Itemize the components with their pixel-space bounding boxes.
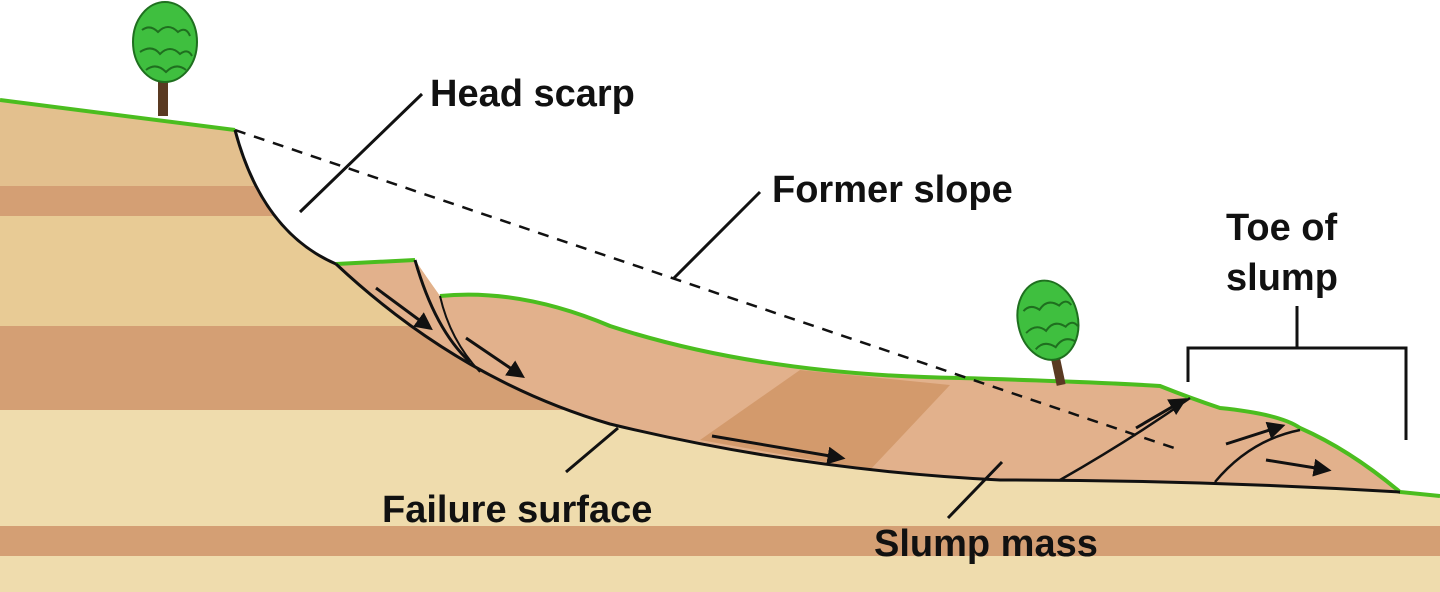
slump-mass-leader xyxy=(946,460,1004,520)
slump-mass-label: Slump mass xyxy=(874,523,1098,565)
failure-surface-leader xyxy=(565,426,619,474)
lower-clay-band xyxy=(0,526,1440,556)
head-scarp-leader xyxy=(298,92,424,214)
ground-surface xyxy=(0,98,236,132)
slip-surface-4 xyxy=(1214,428,1301,483)
upper-clay-band xyxy=(0,186,1440,216)
failure-surface-line xyxy=(334,262,1401,494)
tilted-tree-icon xyxy=(1016,279,1080,386)
head-scarp-label: Head scarp xyxy=(430,73,635,115)
former-slope-label: Former slope xyxy=(772,169,1013,211)
failure-surface-label: Failure surface xyxy=(382,489,652,531)
former-slope-leader xyxy=(672,190,762,280)
slip-surface-1 xyxy=(413,259,472,364)
head-scarp-line xyxy=(233,129,337,266)
toe-label-line2: slump xyxy=(1226,257,1338,299)
former-slope-line xyxy=(234,128,1181,452)
movement-arrows xyxy=(375,286,1332,477)
slump-top-surface xyxy=(335,258,1440,498)
tree-icon xyxy=(132,1,198,116)
toe-label-line1: Toe of xyxy=(1226,207,1338,249)
upper-sand-band xyxy=(0,100,1440,186)
slip-surface-2 xyxy=(439,295,481,373)
toe-bracket xyxy=(1186,306,1408,440)
bedrock-layers xyxy=(0,100,1440,592)
